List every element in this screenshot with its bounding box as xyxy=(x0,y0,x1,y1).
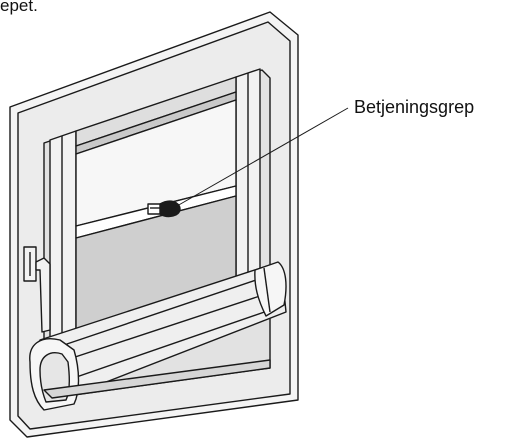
sill xyxy=(43,359,271,399)
callout-leader xyxy=(169,107,349,211)
cassette-ridge-mid xyxy=(59,291,273,363)
window-handle-icon xyxy=(23,246,51,333)
cassette-ridge-low xyxy=(61,307,277,383)
cassette-ridge-top xyxy=(57,275,269,348)
right-end-cap-detail xyxy=(263,267,271,313)
right-end-cap xyxy=(254,261,287,317)
caption-fragment: epet. xyxy=(0,0,38,15)
operating-grip-icon xyxy=(147,200,181,218)
callout-label: Betjeningsgrep xyxy=(354,97,475,117)
